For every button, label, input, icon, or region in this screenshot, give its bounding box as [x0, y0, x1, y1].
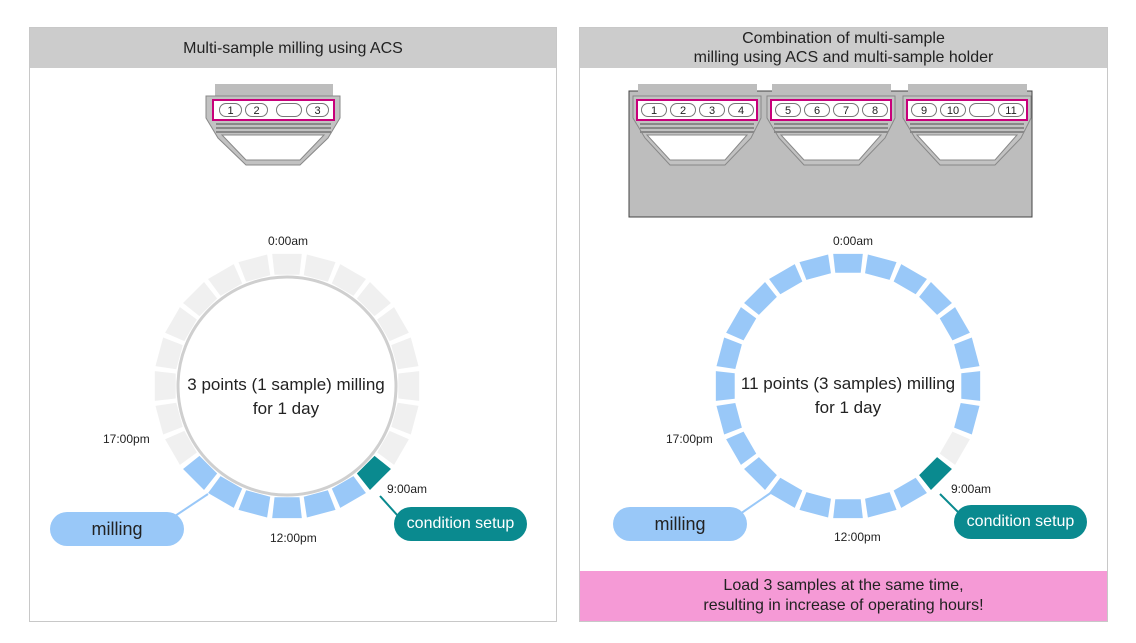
right-ring-segment-milling [799, 492, 831, 518]
left-slot-3: 3 [306, 103, 329, 117]
holder-unit-top [638, 84, 757, 96]
right-label-17pm: 17:00pm [666, 432, 713, 446]
holder-unit-window [915, 134, 1019, 161]
left-panel-title: Multi-sample milling using ACS [30, 28, 556, 68]
left-ring-segment-idle [165, 307, 197, 342]
right-ring-segment-milling [744, 282, 777, 315]
left-ring-segment-idle [391, 337, 419, 370]
left-day-ring [154, 253, 420, 519]
left-ring-segment-idle [208, 264, 243, 296]
left-ring-segment-idle [377, 430, 409, 465]
left-milling-label: milling [50, 512, 184, 546]
left-milling-pointer [171, 493, 209, 519]
left-ring-segment-idle [165, 430, 197, 465]
right-ring-segment-milling [833, 499, 863, 519]
right-slot-2: 2 [670, 103, 696, 117]
right-slot-5: 5 [775, 103, 801, 117]
highlight-footer: Load 3 samples at the same time, resulti… [580, 571, 1107, 621]
right-label-12pm: 12:00pm [834, 530, 881, 544]
left-ring-segment-milling [272, 497, 302, 519]
right-milling-label: milling [613, 507, 747, 541]
left-center-text: 3 points (1 sample) milling for 1 day [187, 375, 385, 418]
right-ring-segment-milling [919, 282, 952, 315]
left-label-0am: 0:00am [268, 234, 309, 248]
right-slot-7: 7 [833, 103, 859, 117]
left-ring-segment-idle [377, 307, 409, 342]
right-ring-segment-setup [919, 457, 952, 490]
right-ring-segment-milling [769, 264, 803, 295]
holder-unit-slot-frame [770, 99, 892, 121]
left-slot-empty [276, 103, 302, 117]
left-ring-segment-idle [331, 264, 366, 296]
left-ring-segment-idle [155, 337, 183, 370]
right-ring-segment-milling [799, 254, 831, 280]
right-slot-9: 9 [911, 103, 937, 117]
right-ring-segment-milling [865, 254, 897, 280]
right-label-0am: 0:00am [833, 234, 874, 248]
holder-unit-window [779, 134, 883, 161]
right-ring-segment-milling [744, 457, 777, 490]
right-milling-pointer [739, 491, 773, 515]
right-ring-segment-milling [939, 307, 970, 341]
right-day-ring [715, 253, 981, 519]
left-ring-segment-idle [183, 282, 218, 317]
left-ring-segment-idle [272, 253, 302, 275]
right-ring-segment-milling [961, 371, 981, 401]
right-ring-segment-milling [893, 477, 927, 508]
left-ring-segment-idle [155, 402, 183, 435]
right-ring-segment-milling [716, 403, 742, 435]
left-label-12pm: 12:00pm [270, 531, 317, 545]
left-ring-segment-idle [238, 254, 271, 282]
right-slot-3: 3 [699, 103, 725, 117]
left-setup-pointer [379, 495, 399, 517]
left-ring-segment-setup [356, 455, 391, 490]
right-setup-label: condition setup [954, 505, 1087, 539]
left-ring-segment-idle [398, 371, 420, 401]
right-ring-segment-milling [715, 371, 735, 401]
left-ring-segment-milling [183, 455, 218, 490]
holder-unit-slot-frame [906, 99, 1028, 121]
left-ring-segment-idle [391, 402, 419, 435]
right-ring-segment-milling [865, 492, 897, 518]
left-ring-segment-milling [331, 476, 366, 508]
left-ring-segment-idle [154, 371, 176, 401]
left-slot-1: 1 [219, 103, 242, 117]
right-slot-10: 10 [940, 103, 966, 117]
right-ring-segment-milling [893, 264, 927, 295]
left-label-17pm: 17:00pm [103, 432, 150, 446]
right-slot-1: 1 [641, 103, 667, 117]
right-ring-segment-milling [726, 431, 757, 465]
right-slot-8: 8 [862, 103, 888, 117]
holder-unit-slot-frame [636, 99, 758, 121]
right-slot-4: 4 [728, 103, 754, 117]
left-ring-segment-milling [303, 490, 336, 518]
left-ring-segment-milling [208, 476, 243, 508]
right-slot-empty [969, 103, 995, 117]
left-ring-segment-idle [303, 254, 336, 282]
holder-unit-top [772, 84, 891, 96]
right-ring-segment-milling [833, 253, 863, 273]
left-ring-segment-milling [238, 490, 271, 518]
right-slot-11: 11 [998, 103, 1024, 117]
right-ring-segment-milling [954, 403, 980, 435]
right-label-9am: 9:00am [951, 482, 992, 496]
left-ring-inner-circle [176, 275, 398, 497]
left-ring-segment-idle [356, 282, 391, 317]
right-ring-segment-milling [726, 307, 757, 341]
right-ring-segment-milling [954, 337, 980, 369]
right-ring-segment-idle [939, 431, 970, 465]
right-ring-segment-milling [769, 477, 803, 508]
holder-unit-top [908, 84, 1027, 96]
left-sample-holder [205, 84, 341, 166]
left-slot-2: 2 [245, 103, 268, 117]
holder-unit-window [645, 134, 749, 161]
right-panel-title: Combination of multi-sample milling usin… [580, 28, 1107, 68]
right-slot-6: 6 [804, 103, 830, 117]
left-label-9am: 9:00am [387, 482, 428, 496]
right-center-text: 11 points (3 samples) milling for 1 day [740, 374, 956, 417]
left-setup-label: condition setup [394, 507, 527, 541]
right-ring-segment-milling [716, 337, 742, 369]
